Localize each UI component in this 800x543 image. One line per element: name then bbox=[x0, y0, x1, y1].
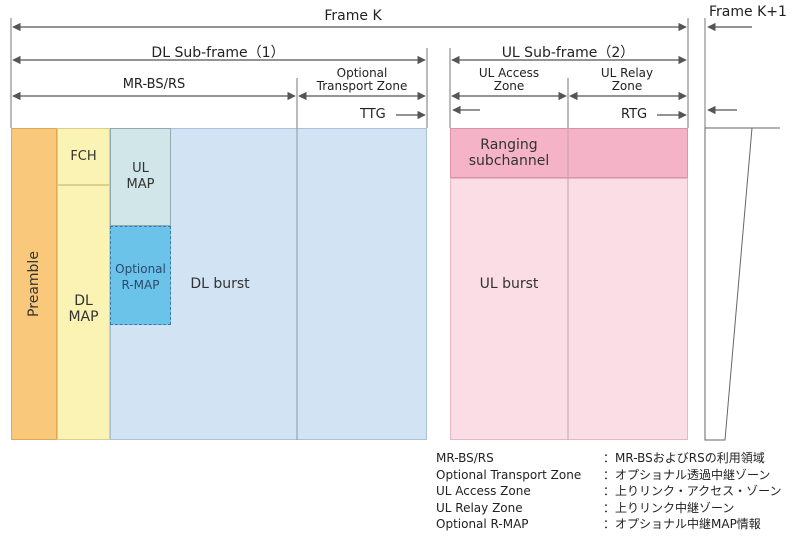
legend-term: Optional R-MAP bbox=[436, 517, 529, 531]
legend-term: MR-BS/RS bbox=[436, 451, 494, 465]
ul-access-zone-label: UL Access Zone bbox=[479, 67, 539, 93]
dl-burst-label: DL burst bbox=[190, 276, 250, 292]
preamble-label: Preamble bbox=[26, 251, 42, 317]
transport-zone-label-line1: Optional bbox=[336, 66, 388, 80]
fch-label: FCH bbox=[70, 149, 97, 164]
frame-k-label: Frame K bbox=[324, 8, 382, 24]
ul-relay-zone-label-line2: Zone bbox=[611, 79, 643, 93]
ul-subframe-label: UL Sub-frame（2） bbox=[501, 45, 635, 61]
ranging-subchannel-label-line2: subchannel bbox=[468, 153, 550, 169]
ul-map-block bbox=[110, 128, 171, 226]
mr-bs-rs-label: MR-BS/RS bbox=[122, 77, 186, 92]
legend-desc: ：MR-BSおよびRSの利用領域 bbox=[603, 451, 765, 465]
ul-relay-zone-label-line1: UL Relay bbox=[600, 66, 654, 80]
transport-zone-label: Optional Transport Zone bbox=[317, 67, 408, 93]
preamble-block bbox=[11, 128, 57, 440]
legend-desc: ：オプショナル透過中継ゾーン bbox=[603, 467, 771, 482]
dl-map-block bbox=[57, 185, 110, 440]
legend-desc: ：上りリンク中継ゾーン bbox=[603, 500, 735, 515]
ul-burst-label: UL burst bbox=[479, 276, 539, 292]
legend-term: Optional Transport Zone bbox=[436, 467, 582, 482]
dl-subframe-label: DL Sub-frame（1） bbox=[151, 45, 285, 61]
frame-k1-label: Frame K+1 bbox=[709, 4, 787, 20]
ul-relay-zone-label: UL Relay Zone bbox=[601, 67, 653, 93]
legend-desc: ：上りリンク・アクセス・ゾーン bbox=[603, 484, 782, 498]
optional-r-map-label: Optional R-MAP bbox=[110, 261, 171, 293]
dl-map-label-line2: MAP bbox=[68, 309, 99, 325]
ul-burst-block bbox=[450, 178, 688, 440]
ul-map-label: UL MAP bbox=[110, 161, 171, 193]
ttg-label: TTG bbox=[360, 107, 386, 122]
ul-map-label-line1: UL bbox=[132, 161, 149, 176]
legend-desc: ：オプショナル中継MAP情報 bbox=[603, 517, 761, 531]
ranging-subchannel-label-line1: Ranging bbox=[480, 137, 538, 153]
optional-r-map-label-line1: Optional bbox=[115, 262, 166, 276]
optional-r-map-block bbox=[110, 226, 171, 325]
ul-access-zone-label-line2: Zone bbox=[493, 79, 525, 93]
dl-map-label: DL MAP bbox=[57, 293, 110, 325]
optional-r-map-label-line2: R-MAP bbox=[121, 278, 160, 292]
rtg-label: RTG bbox=[621, 107, 648, 122]
legend-term: UL Relay Zone bbox=[436, 500, 523, 515]
transport-zone-label-line2: Transport Zone bbox=[316, 79, 408, 93]
fch-block bbox=[57, 128, 110, 185]
ranging-subchannel-block bbox=[450, 128, 688, 178]
ul-access-zone-label-line1: UL Access bbox=[478, 66, 540, 80]
legend-term: UL Access Zone bbox=[436, 484, 531, 498]
k1-slanted-frame bbox=[704, 127, 753, 441]
dl-map-label-line1: DL bbox=[74, 293, 93, 309]
ranging-subchannel-label: Ranging subchannel bbox=[450, 137, 568, 169]
ul-map-label-line2: MAP bbox=[126, 177, 155, 192]
